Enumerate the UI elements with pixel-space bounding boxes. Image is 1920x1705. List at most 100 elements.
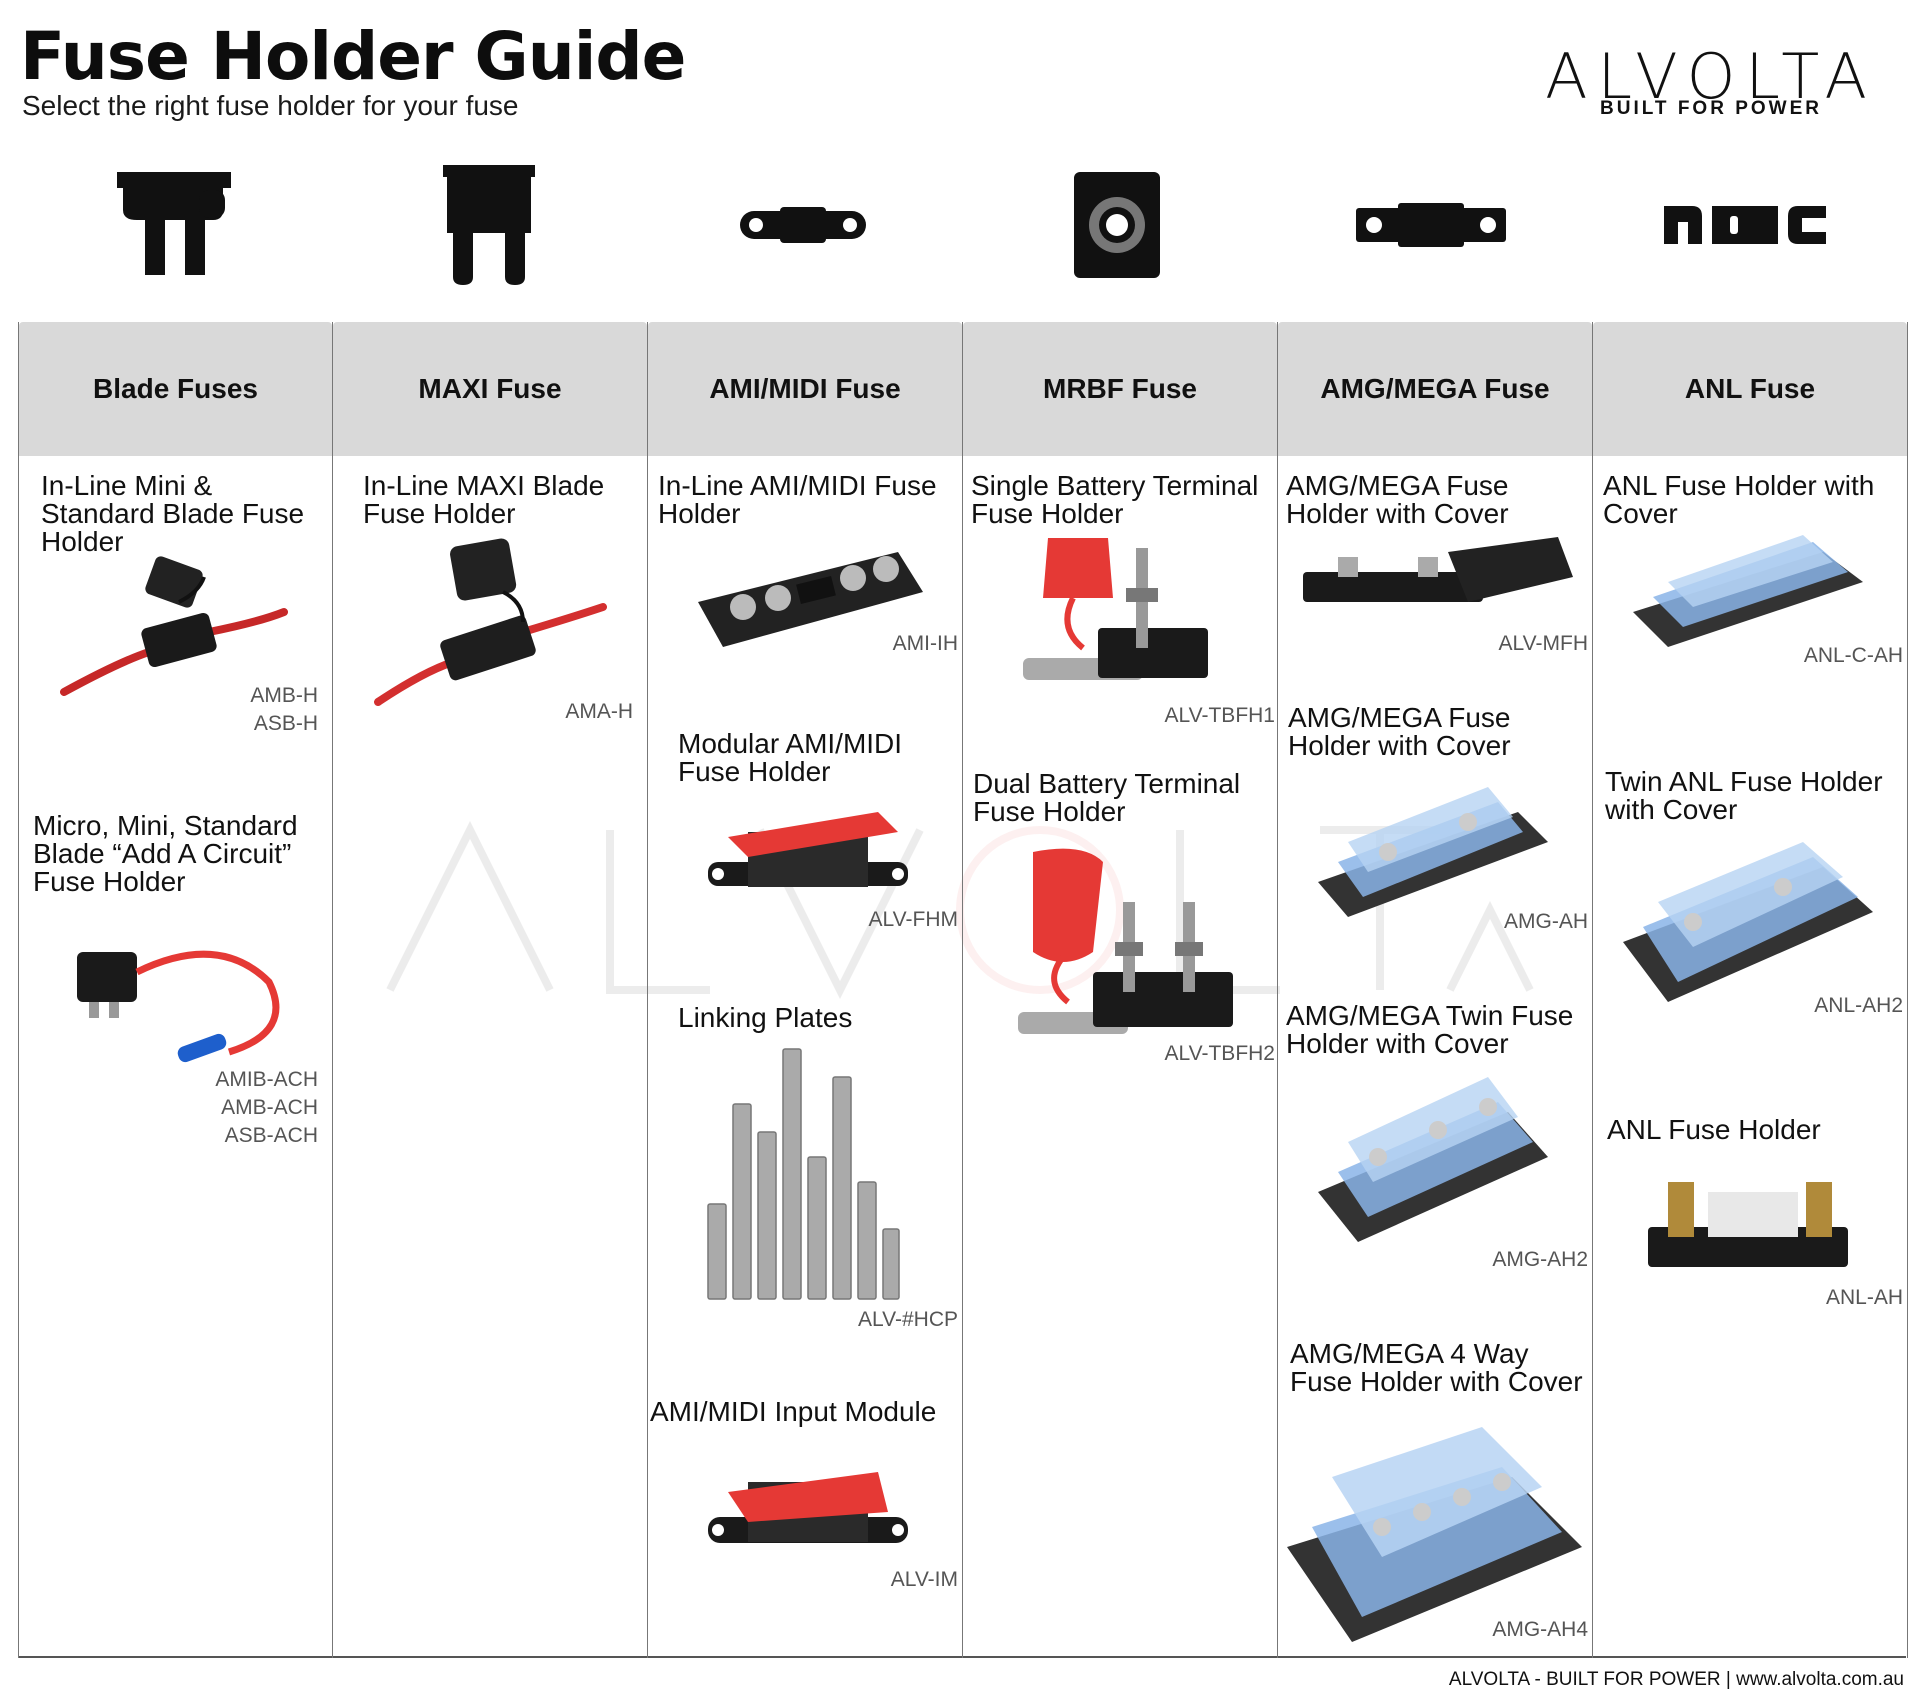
fuse-holder-table: Blade Fuses In-Line Mini & Standard Blad… <box>18 322 1908 1658</box>
footer-text: ALVOLTA - BUILT FOR POWER | www.alvolta.… <box>1448 1669 1904 1690</box>
product-code-list: ALV-TBFH2 <box>1165 1040 1275 1068</box>
product-code: ANL-AH2 <box>1814 994 1903 1017</box>
product-code-list: ALV-#HCP <box>858 1306 958 1334</box>
product-code: ANL-C-AH <box>1803 644 1903 667</box>
product-title: In-Line Mini & Standard Blade Fuse Holde… <box>41 470 305 557</box>
product-title: ANL Fuse Holder <box>1607 1114 1821 1145</box>
product-item[interactable]: Single Battery Terminal Fuse Holder <box>971 472 1276 528</box>
mega-holder-with-cover-image[interactable] <box>1308 772 1558 922</box>
anl-holder-with-cover-image[interactable] <box>1623 527 1873 657</box>
logo-tagline: BUILT FOR POWER <box>1600 98 1822 119</box>
column-header-label: MRBF Fuse <box>1043 373 1197 404</box>
column-ami-midi-fuse: AMI/MIDI Fuse In-Line AMI/MIDI Fuse Hold… <box>648 322 963 1658</box>
linking-plates-image[interactable] <box>703 1044 903 1304</box>
mega-4-way-holder-image[interactable] <box>1282 1417 1592 1647</box>
inline-maxi-holder-image[interactable] <box>373 532 613 712</box>
inline-ami-holder-image[interactable] <box>688 522 928 652</box>
product-code: ALV-FHM <box>868 908 958 931</box>
product-item[interactable]: Twin ANL Fuse Holder with Cover <box>1605 768 1905 824</box>
column-header: Blade Fuses <box>19 322 332 456</box>
product-code: AMI-IH <box>892 632 958 655</box>
product-code-list: ANL-AH <box>1826 1284 1903 1312</box>
product-item[interactable]: Dual Battery Terminal Fuse Holder <box>973 770 1278 826</box>
dual-terminal-holder-image[interactable] <box>1013 842 1243 1042</box>
mrbf-fuse-icon <box>960 160 1274 290</box>
logo-wordmark: ALVOLTA <box>1545 40 1877 113</box>
column-header-label: AMG/MEGA Fuse <box>1320 373 1550 404</box>
product-code: ASB-ACH <box>224 1124 318 1147</box>
add-a-circuit-image[interactable] <box>69 932 299 1082</box>
product-title: In-Line AMI/MIDI Fuse Holder <box>658 470 937 529</box>
column-maxi-fuse: MAXI Fuse In-Line MAXI Blade Fuse Holder… <box>333 322 648 1658</box>
product-code-list: AMG-AH4 <box>1492 1616 1588 1644</box>
product-title: AMI/MIDI Input Module <box>650 1396 937 1427</box>
page-title: Fuse Holder Guide <box>20 18 686 95</box>
product-code-list: ALV-MFH <box>1499 630 1588 658</box>
mega-twin-holder-image[interactable] <box>1308 1062 1558 1252</box>
product-item[interactable]: AMI/MIDI Input Module <box>650 1398 962 1426</box>
twin-anl-holder-image[interactable] <box>1613 832 1883 1012</box>
product-item[interactable]: Linking Plates <box>678 1004 948 1032</box>
product-code-list: ALV-FHM <box>869 906 958 934</box>
column-header-label: Blade Fuses <box>93 373 258 404</box>
product-code-list: ALV-IM <box>891 1566 958 1594</box>
single-terminal-holder-image[interactable] <box>1018 528 1228 698</box>
product-code: ALV-TBFH1 <box>1164 704 1275 727</box>
ami-input-module-image[interactable] <box>688 1452 928 1572</box>
amg-mega-fuse-icon <box>1274 160 1588 290</box>
product-code: ANL-AH <box>1825 1286 1903 1309</box>
product-code-list: AMB-H ASB-H <box>250 682 318 738</box>
product-item[interactable]: Micro, Mini, Standard Blade “Add A Circu… <box>33 812 329 896</box>
product-item[interactable]: Modular AMI/MIDI Fuse Holder <box>678 730 948 786</box>
brand-logo[interactable]: ALVOLTA BUILT FOR POWER <box>1526 40 1896 130</box>
product-item[interactable]: AMG/MEGA 4 Way Fuse Holder with Cover <box>1290 1340 1590 1396</box>
column-blade-fuses: Blade Fuses In-Line Mini & Standard Blad… <box>18 322 333 1658</box>
product-code: AMB-ACH <box>221 1096 318 1119</box>
product-title: AMG/MEGA Twin Fuse Holder with Cover <box>1286 1000 1574 1059</box>
product-code: AMG-AH4 <box>1492 1618 1588 1641</box>
product-title: Twin ANL Fuse Holder with Cover <box>1605 766 1883 825</box>
fuse-type-icons <box>18 160 1906 290</box>
product-item[interactable]: AMG/MEGA Fuse Holder with Cover <box>1288 704 1588 760</box>
mega-holder-open-cover-image[interactable] <box>1298 532 1578 622</box>
column-amg-mega-fuse: AMG/MEGA Fuse AMG/MEGA Fuse Holder with … <box>1278 322 1593 1658</box>
column-mrbf-fuse: MRBF Fuse Single Battery Terminal Fuse H… <box>963 322 1278 1658</box>
modular-ami-holder-image[interactable] <box>688 802 928 912</box>
page-subtitle: Select the right fuse holder for your fu… <box>22 90 519 121</box>
column-header: AMI/MIDI Fuse <box>648 322 962 456</box>
product-title: Single Battery Terminal Fuse Holder <box>971 470 1259 529</box>
product-title: ANL Fuse Holder with Cover <box>1603 470 1875 529</box>
column-header: AMG/MEGA Fuse <box>1278 322 1592 456</box>
inline-blade-fuse-holder-image[interactable] <box>59 552 299 702</box>
product-item[interactable]: In-Line AMI/MIDI Fuse Holder <box>658 472 958 528</box>
product-title: Dual Battery Terminal Fuse Holder <box>973 768 1241 827</box>
product-title: Modular AMI/MIDI Fuse Holder <box>678 728 903 787</box>
anl-holder-image[interactable] <box>1638 1172 1858 1282</box>
column-header-label: MAXI Fuse <box>418 373 562 404</box>
product-code: AMA-H <box>565 700 633 723</box>
product-code: AMIB-ACH <box>215 1068 318 1091</box>
product-title: AMG/MEGA 4 Way Fuse Holder with Cover <box>1290 1338 1583 1397</box>
page-header: Fuse Holder Guide Select the right fuse … <box>0 0 1920 150</box>
maxi-fuse-icon <box>332 160 646 290</box>
product-item[interactable]: ANL Fuse Holder <box>1607 1116 1907 1144</box>
product-code: AMG-AH <box>1504 910 1588 933</box>
product-code-list: AMA-H <box>565 698 633 726</box>
product-item[interactable]: AMG/MEGA Fuse Holder with Cover <box>1286 472 1586 528</box>
product-item[interactable]: AMG/MEGA Twin Fuse Holder with Cover <box>1286 1002 1592 1058</box>
product-title: Linking Plates <box>678 1002 853 1033</box>
product-code-list: ANL-C-AH <box>1804 642 1903 670</box>
blade-fuse-icon <box>18 160 332 290</box>
column-anl-fuse: ANL Fuse ANL Fuse Holder with Cover ANL-… <box>1593 322 1908 1658</box>
product-item[interactable]: ANL Fuse Holder with Cover <box>1603 472 1903 528</box>
column-header-label: AMI/MIDI Fuse <box>709 373 901 404</box>
ami-midi-fuse-icon <box>646 160 960 290</box>
anl-fuse-icon <box>1588 160 1902 290</box>
column-header-label: ANL Fuse <box>1684 373 1816 404</box>
product-item[interactable]: In-Line MAXI Blade Fuse Holder <box>363 472 633 528</box>
product-item[interactable]: In-Line Mini & Standard Blade Fuse Holde… <box>41 472 321 556</box>
product-code-list: ALV-TBFH1 <box>1165 702 1275 730</box>
product-code: ALV-MFH <box>1498 632 1588 655</box>
product-code-list: AMG-AH <box>1504 908 1588 936</box>
product-code: ALV-#HCP <box>858 1308 958 1331</box>
